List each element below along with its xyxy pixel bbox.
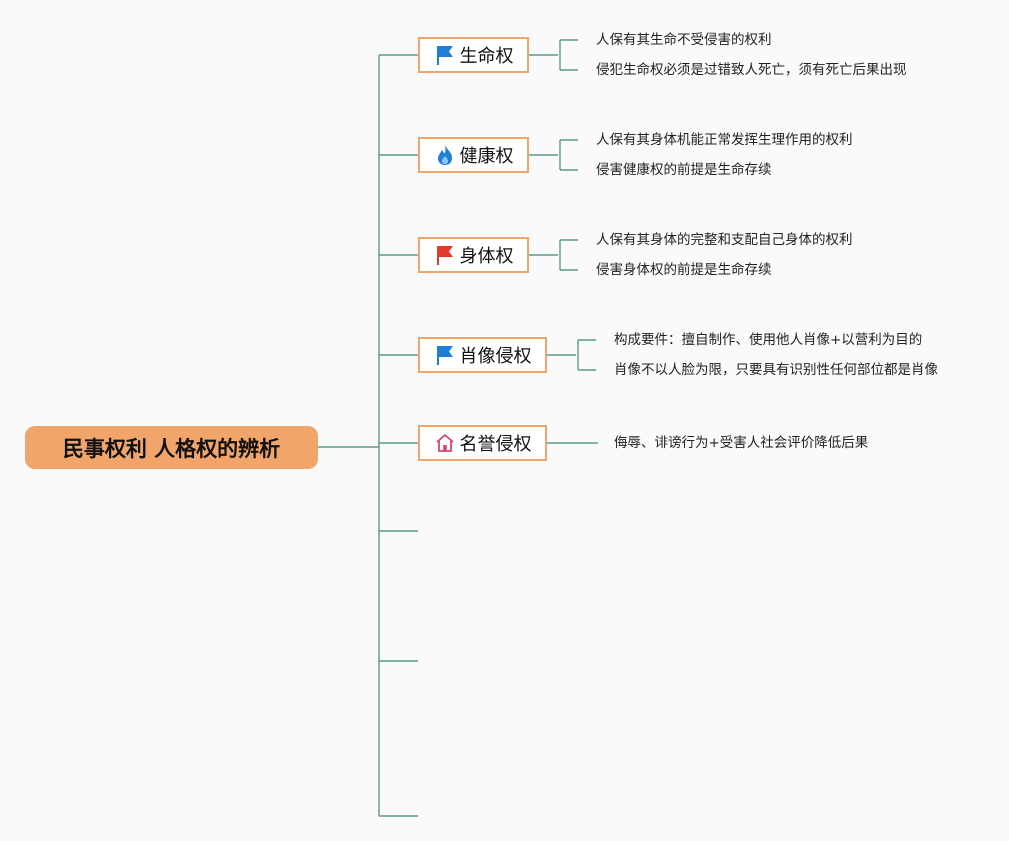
detail-text: 人保有其生命不受侵害的权利: [596, 32, 772, 48]
topic-1[interactable]: 生命权: [418, 37, 529, 73]
detail-text: 人保有其身体机能正常发挥生理作用的权利: [596, 132, 853, 148]
house-icon: [434, 432, 456, 454]
topic-label: 健康权: [459, 146, 514, 167]
topic-5[interactable]: 名誉侵权: [418, 425, 547, 461]
blue-flag-icon: [434, 344, 456, 366]
topic-label: 身体权: [459, 246, 514, 267]
topic-label: 名誉侵权: [459, 434, 532, 455]
detail-text: 侵害身体权的前提是生命存续: [596, 262, 772, 278]
root-topic-label: 民事权利 人格权的辨析: [62, 436, 281, 461]
detail-text: 肖像不以人脸为限，只要具有识别性任何部位都是肖像: [614, 362, 938, 378]
topic-label: 生命权: [459, 46, 514, 67]
detail-text: 构成要件：擅自制作、使用他人肖像+以营利为目的: [614, 332, 923, 348]
detail-text: 侮辱、诽谤行为+受害人社会评价降低后果: [614, 435, 869, 451]
topic-3[interactable]: 身体权: [418, 237, 529, 273]
blue-flame-icon: [434, 144, 456, 166]
root-topic[interactable]: 民事权利 人格权的辨析: [25, 426, 318, 469]
blue-flag-icon: [434, 44, 456, 66]
red-flag-icon: [434, 244, 456, 266]
topic-4[interactable]: 肖像侵权: [418, 337, 547, 373]
detail-text: 人保有其身体的完整和支配自己身体的权利: [596, 232, 853, 248]
detail-text: 侵害健康权的前提是生命存续: [596, 162, 772, 178]
topic-label: 肖像侵权: [459, 346, 532, 367]
topic-2[interactable]: 健康权: [418, 137, 529, 173]
detail-text: 侵犯生命权必须是过错致人死亡，须有死亡后果出现: [596, 62, 907, 78]
